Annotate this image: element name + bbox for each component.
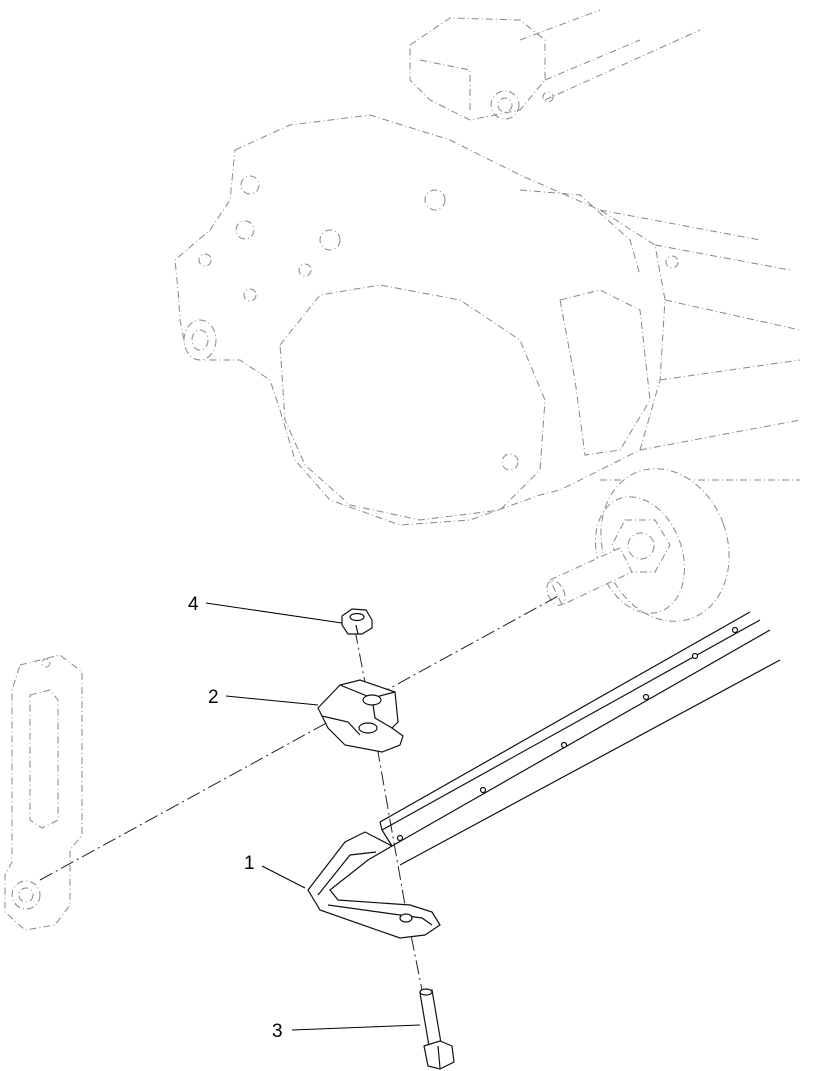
leader-lines	[205, 602, 421, 1031]
bracket-part-1	[307, 831, 441, 939]
callouts: 1 2 3 4	[188, 594, 283, 1042]
alignment-lines	[39, 594, 561, 1031]
callout-3: 3	[272, 1021, 283, 1042]
arm-ghost	[4, 654, 83, 931]
leader-4	[205, 602, 343, 624]
bolt-part-3	[419, 988, 455, 1070]
gearbox-housing-ghost	[174, 9, 801, 526]
leader-2	[225, 695, 319, 706]
wheel-ghost	[546, 468, 730, 622]
callout-1: 1	[244, 853, 255, 874]
rail-track	[379, 611, 781, 866]
leader-3	[291, 1024, 421, 1031]
callout-4: 4	[188, 594, 199, 615]
callout-2: 2	[208, 687, 219, 708]
clamp-part-2	[317, 679, 404, 753]
nut-part-4	[341, 608, 373, 635]
leader-1	[261, 865, 306, 889]
